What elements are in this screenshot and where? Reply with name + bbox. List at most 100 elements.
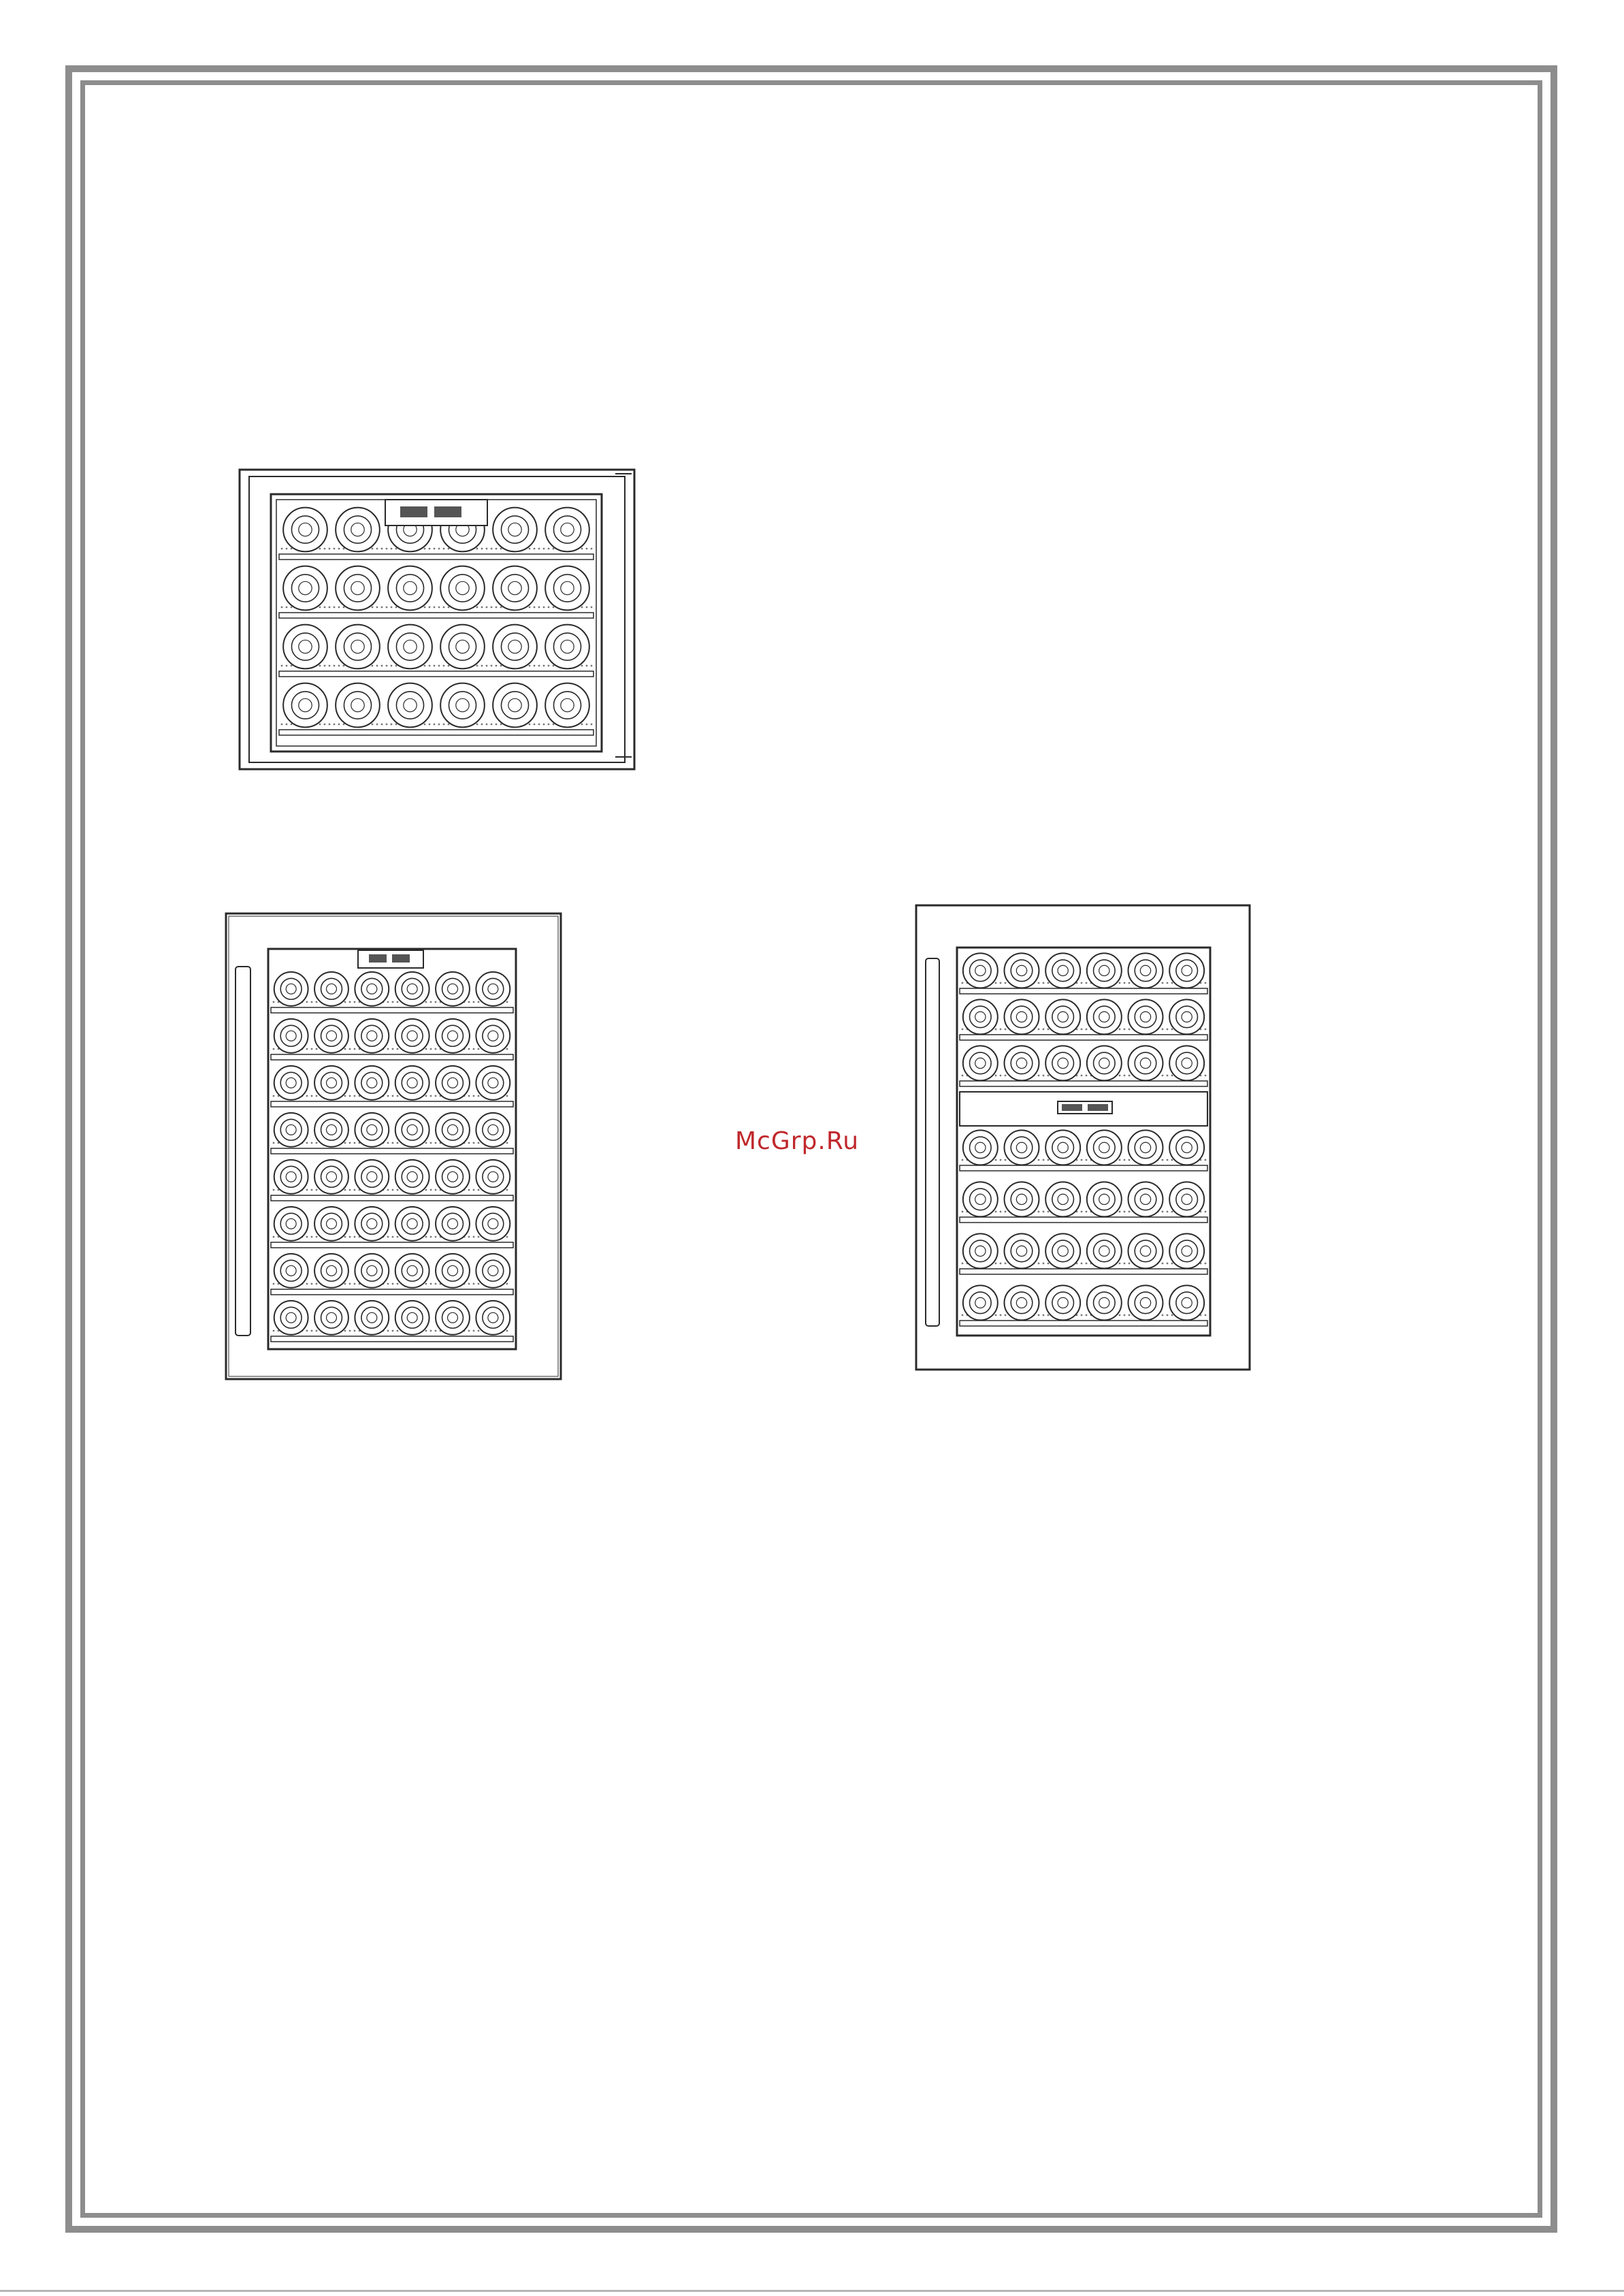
fig2-bottle [436,1019,470,1053]
fig3-bottle [963,1233,998,1268]
fig3-bottle [1087,1130,1122,1165]
fig1-bottle [388,566,432,611]
fig1-bottle [336,683,380,728]
fig1-bottle [493,566,537,611]
fig1-bottle [545,683,589,728]
fig3-bottle [1005,1182,1039,1216]
fig3-bottle [1169,1130,1204,1165]
fig3-bottle [1169,1046,1204,1080]
fig1-bottle [336,625,380,669]
fig2-bottle [436,1066,470,1100]
fig3-bottle [1169,1285,1204,1320]
fig2-bottle [436,1207,470,1241]
fig3-bottle [1128,1233,1163,1268]
fig1-bottle [283,625,327,669]
fig2-bottle [436,1301,470,1335]
fig3-bottle [1045,1130,1080,1165]
wine-cooler-dual-zone-svg [915,904,1255,1374]
fig1-bottle [336,508,380,552]
fig2-bottle [355,972,389,1006]
fig3-bottle [1045,1285,1080,1320]
fig2-bottle [314,1160,348,1194]
fig2-bottle [355,1301,389,1335]
fig1-bottle [283,683,327,728]
fig3-bottle [1169,999,1204,1034]
fig2-bottle [314,1301,348,1335]
fig2-bottle [476,972,510,1006]
fig2-bottle [314,972,348,1006]
fig2-bottle [355,1160,389,1194]
fig2-bottle [355,1019,389,1053]
fig2-bottle [395,1160,429,1194]
fig1-bottle [283,508,327,552]
fig2-bottle [476,1301,510,1335]
fig2-bottle [476,1160,510,1194]
wine-cooler-single-zone-svg [225,912,565,1382]
fig2-bottle [395,1019,429,1053]
wine-cooler-small-svg [234,464,643,777]
fig3-bottle [1087,1233,1122,1268]
fig3-bottle [963,1130,998,1165]
fig2-bottle [274,1301,308,1335]
fig2-bottle [274,1113,308,1147]
fig1-bottle [545,566,589,611]
fig3-bottle [963,953,998,988]
fig3-bottle [1087,1182,1122,1216]
fig1-bottle [493,683,537,728]
fig2-bottle [355,1113,389,1147]
fig2-bottle [314,1207,348,1241]
fig2-bottle [274,1160,308,1194]
fig2-control-panel [358,950,423,968]
fig3-bottle [1128,953,1163,988]
fig2-bottle [314,1019,348,1053]
fig2-bottle [274,1207,308,1241]
fig1-bottle [440,566,485,611]
fig3-bottle [963,1046,998,1080]
fig2-bottle [314,1254,348,1288]
fig3-bottle [1087,953,1122,988]
fig2-bottle [274,1019,308,1053]
fig3-bottle [1045,953,1080,988]
fig2-bottle [436,972,470,1006]
fig3-bottle [1169,1233,1204,1268]
fig3-bottle [1045,1046,1080,1080]
fig2-bottle [436,1113,470,1147]
fig2-bottle [274,1254,308,1288]
fig1-bottle [388,683,432,728]
watermark-text: McGrp.Ru [735,1127,898,1155]
fig1-bottle [545,508,589,552]
fig3-bottle [1128,1130,1163,1165]
fig3-bottle [1128,1182,1163,1216]
fig2-bottle [436,1160,470,1194]
fig2-bottle [476,1254,510,1288]
fig2-bottle [355,1254,389,1288]
fig2-bottle [314,1113,348,1147]
fig3-bottle [1169,953,1204,988]
page-bottom-rule [0,2290,1624,2292]
fig3-bottle [963,999,998,1034]
fig3-bottle [1005,1233,1039,1268]
fig3-bottle [1045,999,1080,1034]
fig1-bottle [545,625,589,669]
fig3-bottle [1005,1285,1039,1320]
fig3-bottle [1087,1285,1122,1320]
fig2-bottle [476,1113,510,1147]
fig2-bottle [395,1113,429,1147]
fig3-bottle [1128,999,1163,1034]
wine-cooler-small-illustration [234,464,643,777]
fig1-bottle [440,625,485,669]
fig3-bottle [1128,1285,1163,1320]
wine-cooler-single-zone-illustration [225,912,565,1382]
fig3-bottle [1045,1233,1080,1268]
fig3-bottle [1087,1046,1122,1080]
wine-cooler-dual-zone-illustration [915,904,1255,1374]
fig3-bottle [1045,1182,1080,1216]
fig2-bottle [476,1207,510,1241]
fig3-bottle [963,1285,998,1320]
fig3-bottle [1128,1046,1163,1080]
fig1-bottle [336,566,380,611]
fig3-bottle [963,1182,998,1216]
fig2-bottle [395,972,429,1006]
fig2-bottle [395,1254,429,1288]
fig2-bottle [476,1066,510,1100]
